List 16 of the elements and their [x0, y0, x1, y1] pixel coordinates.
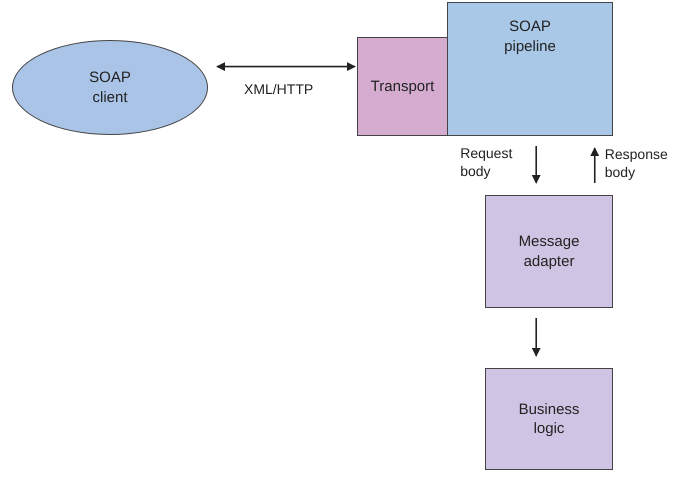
process-box [447, 2, 613, 136]
node-label: SOAP pipeline [503, 17, 557, 56]
process-box [357, 37, 448, 136]
node-label: Business logic [518, 400, 580, 438]
edge-label: Response body [604, 144, 669, 182]
node-label: SOAP client [88, 68, 132, 107]
arrow [532, 318, 541, 357]
process-box [485, 368, 613, 470]
arrow [590, 147, 600, 183]
edge-label: XML/HTTP [244, 80, 314, 98]
node-label: Message adapter [518, 232, 580, 271]
process-box [485, 195, 613, 308]
arrow [216, 62, 356, 72]
arrow [532, 146, 541, 184]
edge-label: Request body [460, 144, 514, 182]
node-label: Transport [370, 76, 434, 96]
